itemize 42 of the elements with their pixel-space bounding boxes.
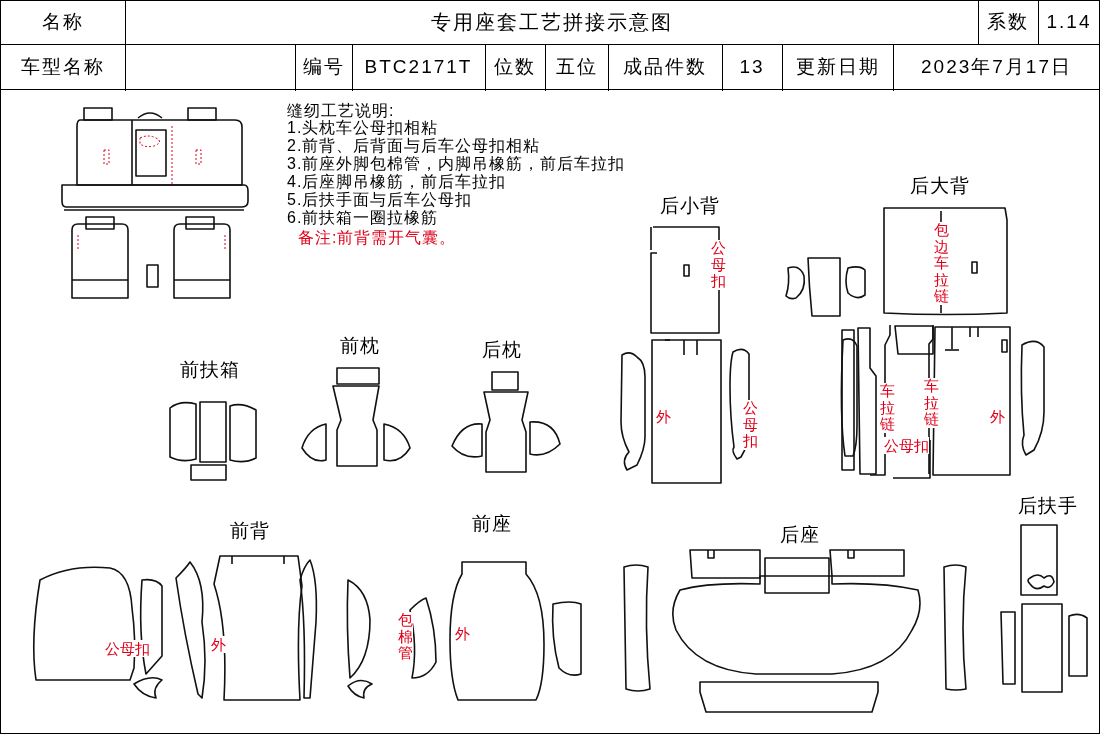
table-cell-text: 名称 bbox=[40, 9, 85, 34]
table-cell-text: 编号 bbox=[301, 54, 346, 79]
table-cell-text: 2023年7月17日 bbox=[920, 54, 1073, 79]
table-cell-text: 1.14 bbox=[1045, 9, 1093, 34]
annotation-text: 公母扣 bbox=[743, 400, 758, 450]
title: 专用座套工艺拼接示意图 bbox=[429, 10, 674, 35]
table-cell-text: 成品件数 bbox=[622, 54, 708, 79]
annotation-text: 车拉链 bbox=[924, 378, 939, 428]
table-cell-text: 车型名称 bbox=[19, 54, 106, 79]
note-text: 缝纫工艺说明: bbox=[287, 102, 395, 119]
annotation-text: 公母扣 bbox=[711, 240, 726, 290]
annotation-text: 外 bbox=[990, 408, 1005, 425]
table-cell-text: 系数 bbox=[986, 9, 1030, 34]
table-cell-text: 位数 bbox=[493, 54, 537, 79]
section-title: 后座 bbox=[779, 523, 821, 547]
section-title: 前扶箱 bbox=[179, 358, 241, 382]
note-text: 4.后座脚吊橡筋，前后车拉扣 bbox=[287, 173, 507, 191]
annotation-text: 公母扣 bbox=[884, 437, 929, 454]
annotation-text: 公母扣 bbox=[105, 640, 150, 657]
table-cell-text: 更新日期 bbox=[794, 54, 881, 79]
section-title: 前背 bbox=[229, 519, 271, 543]
note-text: 6.前扶箱一圈拉橡筋 bbox=[287, 209, 439, 227]
note-text: 备注:前背需开气囊。 bbox=[298, 229, 457, 247]
section-title: 后大背 bbox=[909, 174, 971, 198]
annotation-text: 外 bbox=[455, 625, 470, 642]
section-title: 后枕 bbox=[481, 338, 523, 362]
annotation-text: 包边车拉链 bbox=[934, 222, 949, 305]
annotation-text: 包棉管 bbox=[398, 612, 413, 662]
section-title: 前枕 bbox=[339, 334, 381, 358]
note-text: 2.前背、后背面与后车公母扣相粘 bbox=[287, 137, 541, 155]
section-title: 后扶手 bbox=[1017, 494, 1079, 518]
section-title: 后小背 bbox=[659, 194, 721, 218]
annotation-text: 外 bbox=[656, 408, 671, 425]
table-cell-text: 13 bbox=[738, 54, 766, 79]
annotation-text: 车拉链 bbox=[880, 383, 895, 433]
section-title: 前座 bbox=[471, 512, 513, 536]
annotation-text: 外 bbox=[211, 636, 226, 653]
note-text: 1.头枕车公母扣相粘 bbox=[287, 119, 439, 137]
note-text: 5.后扶手面与后车公母扣 bbox=[287, 191, 473, 209]
table-cell-text: 五位 bbox=[554, 54, 599, 79]
note-text: 3.前座外脚包棉管，内脚吊橡筋，前后车拉扣 bbox=[287, 155, 626, 173]
table-cell-text: BTC2171T bbox=[363, 54, 474, 79]
